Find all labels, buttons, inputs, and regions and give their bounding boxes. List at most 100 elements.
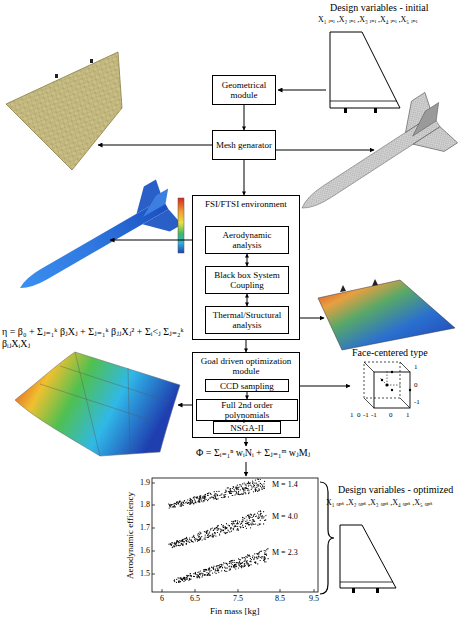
scatter-point [219,567,220,568]
scatter-point [204,531,205,532]
scatter-point [220,531,221,532]
equation: Φ = Σᵢ₌₁ⁿ wᵢNᵢ + Σⱼ₌₁ᵐ wⱼMⱼ [196,447,310,459]
scatter-point [215,528,216,529]
scatter-point [238,491,239,492]
scatter-point [203,569,204,570]
scatter-point [188,502,189,503]
scatter-point [181,540,182,541]
scatter-point [254,486,255,487]
scatter-point [188,502,189,503]
output-arrow [98,145,212,146]
scatter-point [245,565,246,566]
scatter-point [183,577,184,578]
scatter-point [249,516,250,517]
scatter-point [234,520,235,521]
scatter-point [242,487,243,488]
scatter-point [193,576,194,577]
scatter-point [226,527,227,528]
scatter-point [187,503,188,504]
scatter-point [225,533,226,534]
scatter-point [170,544,171,545]
scatter-point [209,569,210,570]
fin-pin [344,108,347,113]
scatter-point [239,562,240,563]
scatter-point [179,501,180,502]
fin-outline [340,525,396,588]
scatter-point [225,494,226,495]
scatter-point [224,532,225,533]
scatter-point [222,497,223,498]
scatter-point [181,502,182,503]
scatter-point [239,559,240,560]
scatter-point [255,562,256,563]
scatter-point [249,565,250,566]
scatter-point [210,493,211,494]
scatter-point [243,488,244,489]
scatter-point [265,554,266,555]
axis-tick-label: 1.9 [132,478,150,488]
scatter-point [248,488,249,489]
scatter-point [197,577,198,578]
scatter-point [248,566,249,567]
scatter-point [199,534,200,535]
scatter-point [175,543,176,544]
scatter-point [206,531,207,532]
output-arrow [300,386,350,387]
scatter-point [200,533,201,534]
scatter-point [248,555,249,556]
scatter-point [217,532,218,533]
scatter-point [263,511,264,512]
scatter-point [183,539,184,540]
scatter-point [190,573,191,574]
fin-pin [352,588,355,593]
process-box: Mesh genarator [212,130,276,160]
fin-pin [372,279,378,286]
scatter-point [198,501,199,502]
process-box: Black box System Coupling [205,266,289,294]
scatter-point [186,544,187,545]
scatter-point [196,497,197,498]
scatter-point [180,577,181,578]
scatter-point [220,494,221,495]
scatter-point [224,492,225,493]
scatter-point [258,554,259,555]
scatter-point [229,491,230,492]
scatter-point [243,557,244,558]
scatter-point [250,558,251,559]
scatter-point [241,523,242,524]
scatter-point [251,559,252,560]
axis-tick-label: 0 [414,381,418,390]
scatter-point [228,524,229,525]
scatter-point [260,483,261,484]
scatter-point [250,561,251,562]
scatter-point [231,560,232,561]
scatter-point [174,506,175,507]
scatter-point [238,558,239,559]
scatter-point [208,533,209,534]
scatter-point [243,489,244,490]
scatter-point [245,484,246,485]
scatter-point [253,484,254,485]
scatter-point [227,564,228,565]
scatter-point [246,485,247,486]
scatter-point [221,497,222,498]
scatter-point [205,531,206,532]
scatter-point [257,513,258,514]
scatter-point [178,581,179,582]
scatter-point [213,568,214,569]
scatter-point [249,565,250,566]
scatter-point [223,525,224,526]
surface-grid [40,352,170,456]
scatter-point [192,537,193,538]
scatter-point [207,537,208,538]
scatter-point [212,535,213,536]
scatter-point [255,489,256,490]
scatter-point [255,490,256,491]
scatter-point [228,487,229,488]
scatter-point [197,535,198,536]
scatter-point [183,578,184,579]
scatter-point [257,558,258,559]
scatter-point [199,532,200,533]
scatter-point [179,501,180,502]
scatter-point [227,487,228,488]
